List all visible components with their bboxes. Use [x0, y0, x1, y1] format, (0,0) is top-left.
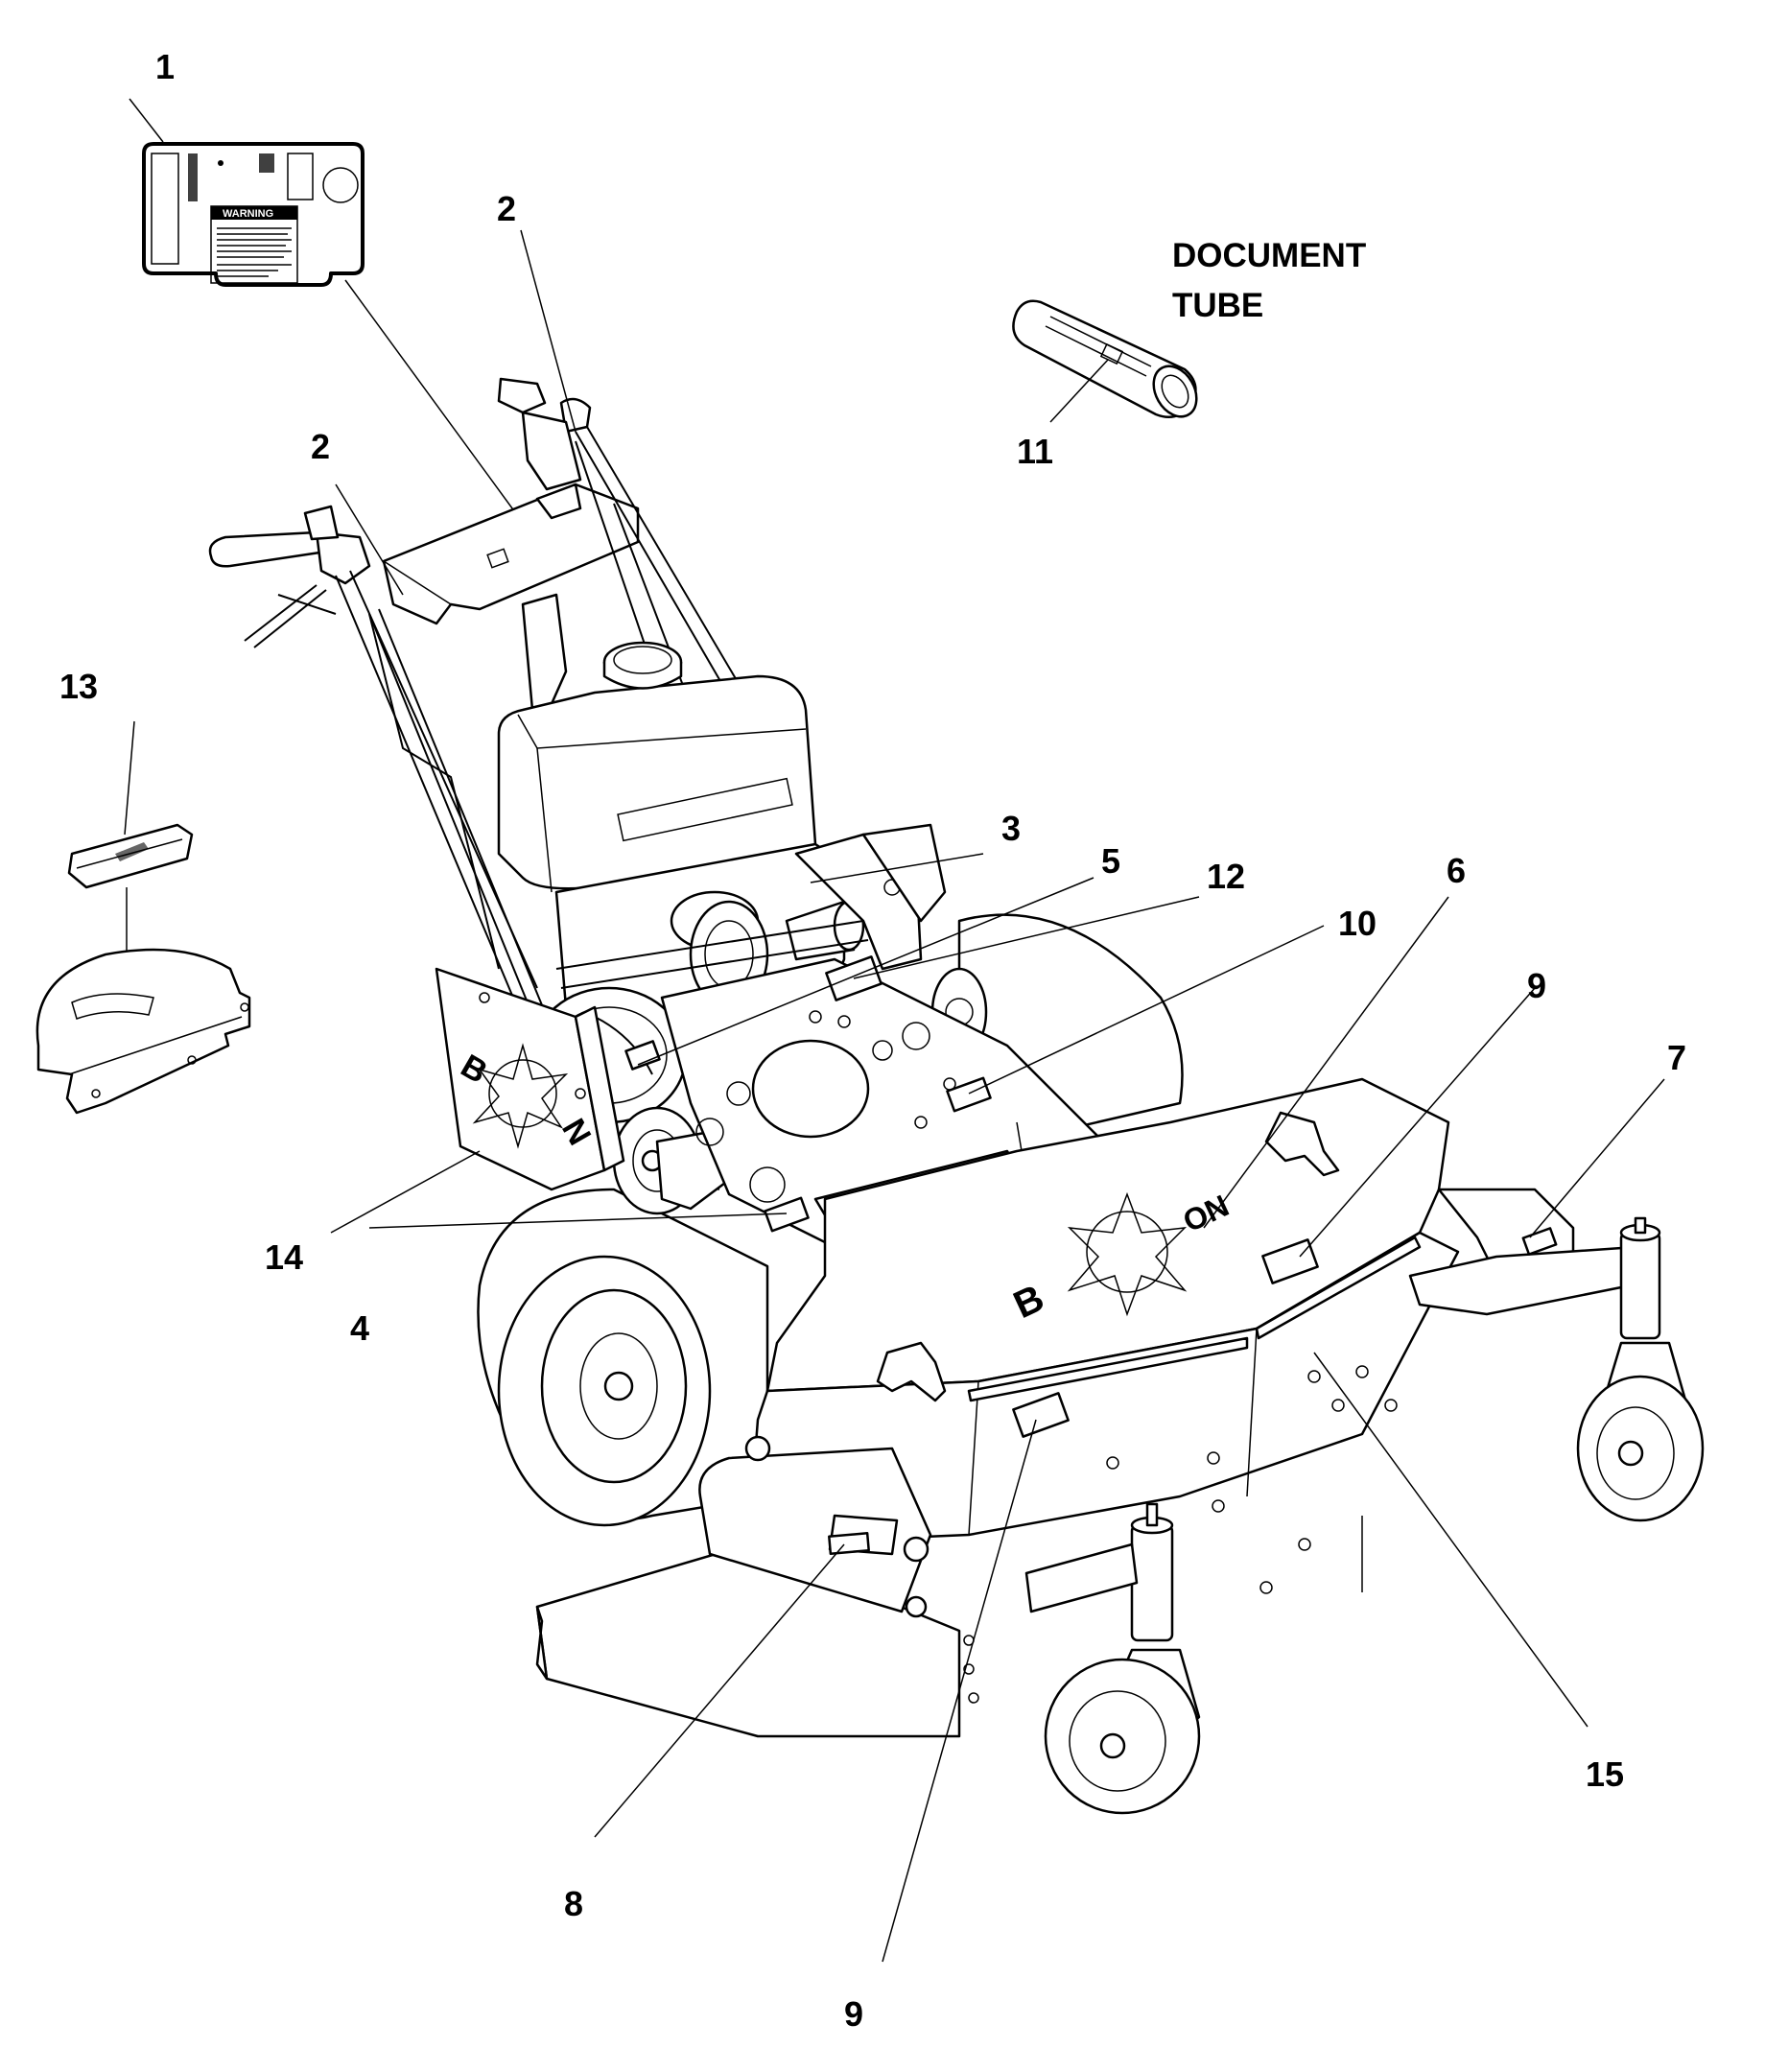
callout-6: 6: [1447, 851, 1466, 890]
right-caster-wheel: [1576, 1216, 1705, 1522]
callout-1: 1: [155, 47, 175, 86]
callout-3: 3: [1001, 809, 1021, 848]
callout-7: 7: [1667, 1038, 1686, 1077]
callout-2-right-handle: 2: [497, 189, 516, 228]
mower-deck: [535, 1077, 1637, 1738]
callout-5: 5: [1101, 841, 1120, 881]
callout-8: 8: [564, 1884, 583, 1923]
decal-symbol-icons: [188, 153, 274, 201]
leader-lines: [124, 98, 1665, 1963]
leader-line-1: [344, 279, 524, 524]
callout-11: 11: [1017, 432, 1053, 471]
callout-14: 14: [265, 1237, 303, 1277]
document-tube: DOCUMENT TUBE: [1012, 237, 1366, 423]
callout-9-deck-right: 9: [1527, 966, 1546, 1005]
document-tube-label-line2: TUBE: [1172, 287, 1263, 324]
callout-13: 13: [59, 667, 98, 706]
callout-labels: 1 2 2 3 4 5 6 7 8 9 9 10 11 12 13 14 15: [59, 47, 1686, 2034]
callout-10: 10: [1338, 904, 1377, 943]
control-panel-decal: WARNING: [142, 142, 524, 524]
leader-line-11: [1049, 359, 1109, 423]
callout-4: 4: [350, 1308, 369, 1348]
callout-15: 15: [1586, 1754, 1624, 1794]
callout-12: 12: [1207, 857, 1245, 896]
callout-9-deck-front: 9: [844, 1994, 863, 2034]
left-caster-wheel: [1024, 1502, 1201, 1815]
document-tube-label-line1: DOCUMENT: [1172, 237, 1366, 274]
left-side-panel: B N: [435, 967, 625, 1191]
height-adjust-plate: [35, 823, 251, 1115]
left-drive-wheel: [477, 1179, 769, 1527]
warning-heading: WARNING: [223, 208, 273, 220]
decal-outlines: [624, 955, 1558, 1555]
callout-2-left-handle: 2: [311, 427, 330, 466]
